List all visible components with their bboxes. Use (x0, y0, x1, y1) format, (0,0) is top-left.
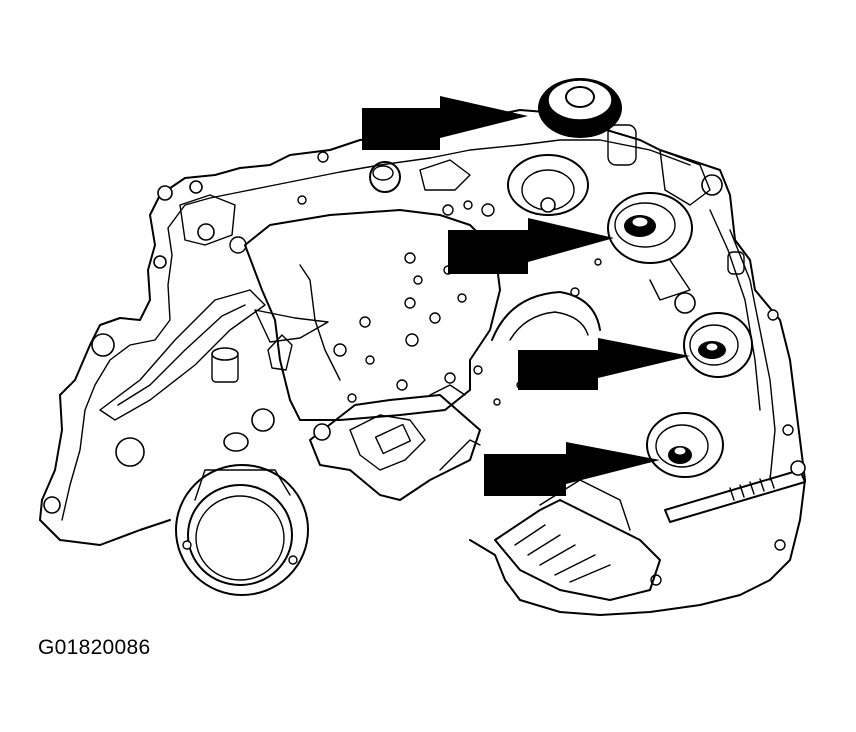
pointer-arrow-3 (518, 338, 690, 390)
accumulator-cap-top (538, 78, 622, 138)
pointer-arrow-1 (362, 96, 528, 150)
upper-left-passage (179, 194, 236, 246)
accumulator-bore-2 (607, 192, 693, 301)
servo-cap (223, 432, 249, 452)
plate-wedge (254, 309, 329, 343)
detent-rod-knurl (729, 475, 775, 501)
valve-slot (374, 423, 412, 455)
case-inner-outline (61, 157, 431, 521)
case-right-inner (729, 229, 776, 481)
accumulator-bore-3 (683, 312, 753, 378)
left-channel-inner (117, 304, 246, 406)
bolt-boss (91, 333, 115, 357)
pointer-arrow-2 (448, 218, 614, 274)
bolt-hole (782, 424, 794, 436)
bolt-boss (189, 180, 203, 194)
separator-plate (244, 209, 501, 421)
partial-bore-inner (509, 311, 589, 341)
bolt-hole (701, 174, 723, 196)
bolt-boss (153, 255, 167, 269)
servo-ring (175, 464, 309, 596)
case-upper-rim (429, 139, 691, 166)
top-pipe (369, 161, 401, 193)
bolt-hole (767, 309, 779, 321)
bolt-hole (229, 236, 247, 254)
top-pipe-inner (372, 165, 394, 181)
detent-rod (664, 469, 806, 523)
bolt-boss (43, 496, 61, 514)
valve-bracket-inner (349, 414, 426, 471)
figure-id-label: G01820086 (38, 636, 151, 659)
lower-right-ribs (514, 524, 611, 583)
case-right-inner-2 (709, 209, 761, 411)
bracket-arm (429, 384, 481, 471)
separator-plate-edge (299, 264, 341, 381)
lower-right-housing (494, 499, 661, 601)
rod-end (790, 460, 806, 476)
bolt-hole (774, 539, 786, 551)
plate-wedge-tab (267, 334, 293, 371)
pointer-arrow-4 (484, 442, 660, 496)
case-bottom-edge (39, 519, 171, 546)
bolt-hole (674, 292, 696, 314)
upper-right-bracket (659, 149, 711, 206)
rod-mount (607, 124, 637, 166)
valve-bracket (309, 394, 481, 501)
left-channel (99, 289, 266, 421)
bolt-boss (157, 185, 173, 201)
partial-bore (491, 291, 601, 341)
top-bracket (419, 159, 471, 191)
bolt-hole (197, 223, 215, 241)
bolt-boss (115, 437, 145, 467)
accumulator-bore-4 (646, 412, 724, 478)
accumulator-bore-center (507, 154, 589, 216)
cylinder-boss-top (211, 347, 239, 361)
plate-holes (297, 151, 602, 406)
bracket-hole (313, 423, 331, 441)
bolt-hole (251, 408, 275, 432)
